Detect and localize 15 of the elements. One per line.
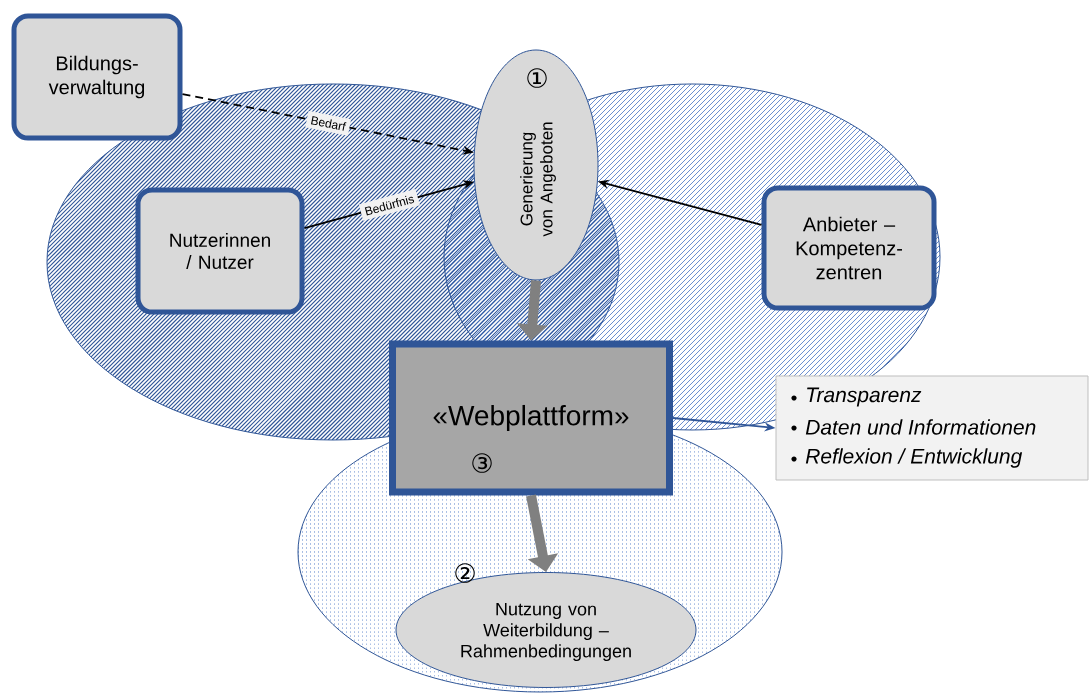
circled-number: ③ xyxy=(472,453,492,473)
edge-label: Bedarf xyxy=(305,110,352,136)
edge-label: Bedürfnis xyxy=(358,189,420,221)
node-label: Generierung von Angeboten xyxy=(520,122,556,237)
arrow xyxy=(526,494,559,572)
node-label: Nutzerinnen / Nutzer xyxy=(170,233,270,269)
node-label: Bildungs- verwaltung xyxy=(48,55,145,99)
node-label: Anbieter – Kompetenz- zentren xyxy=(796,216,902,280)
circled-number: ① xyxy=(527,68,547,88)
bullet-item: Transparenz xyxy=(791,387,922,407)
node-label: «Webplattform» xyxy=(433,404,629,432)
circled-number: ② xyxy=(455,563,475,583)
bullet-item: Daten und Informationen xyxy=(791,419,1036,435)
bullet-item: Reflexion / Entwicklung xyxy=(791,448,1023,468)
node-label: Nutzung von Weiterbildung – Rahmenbedingungen xyxy=(461,602,631,662)
